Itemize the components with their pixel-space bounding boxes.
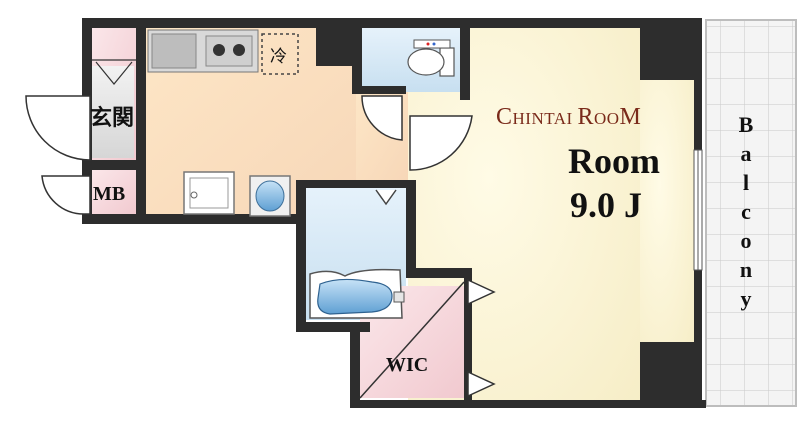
fridge-space (261, 33, 299, 75)
washer-space-inner (189, 177, 229, 209)
balcony-window (693, 149, 703, 271)
washbasin (249, 175, 291, 217)
toilet (407, 39, 455, 77)
mb-door (41, 175, 91, 215)
room-door (409, 115, 473, 171)
brand-logo: CHINTAI ROOM (496, 104, 641, 131)
entrance-label: 玄関 (90, 105, 135, 130)
room-size: 9.0 J (570, 185, 642, 225)
shoe-cabinet (92, 59, 136, 85)
toilet-door (361, 95, 403, 141)
balcony-letter: y (740, 286, 752, 311)
balcony-letter: B (738, 112, 754, 137)
wic-label: WIC (386, 354, 429, 376)
brand-t2: OO (593, 109, 620, 128)
balcony-letter: c (741, 199, 751, 224)
balcony-label: B a l c o n y (733, 110, 759, 313)
fridge-label: 冷 (270, 47, 287, 66)
bathtub (309, 268, 405, 319)
balcony (705, 19, 797, 407)
brand-c3: M (619, 104, 642, 130)
brand-t1: HINTAI (512, 109, 578, 128)
entrance-door (25, 95, 91, 161)
balcony-letter: l (742, 170, 750, 195)
brand-c2: R (577, 104, 594, 130)
balcony-letter: a (740, 141, 752, 166)
balcony-letter: o (740, 228, 752, 253)
washer-drain-icon (190, 191, 198, 199)
main-room-floor-right (640, 80, 696, 342)
wic-doors (359, 278, 496, 399)
balcony-letter: n (739, 257, 753, 282)
kitchen-counter (147, 29, 259, 73)
washer-space (183, 171, 235, 215)
meter-box-label: MB (93, 183, 126, 205)
bathroom-door (375, 189, 397, 206)
brand-c1: C (496, 104, 513, 130)
room-name: Room (568, 141, 660, 181)
entrance-step (92, 66, 134, 158)
meter-box-floor (90, 170, 136, 216)
